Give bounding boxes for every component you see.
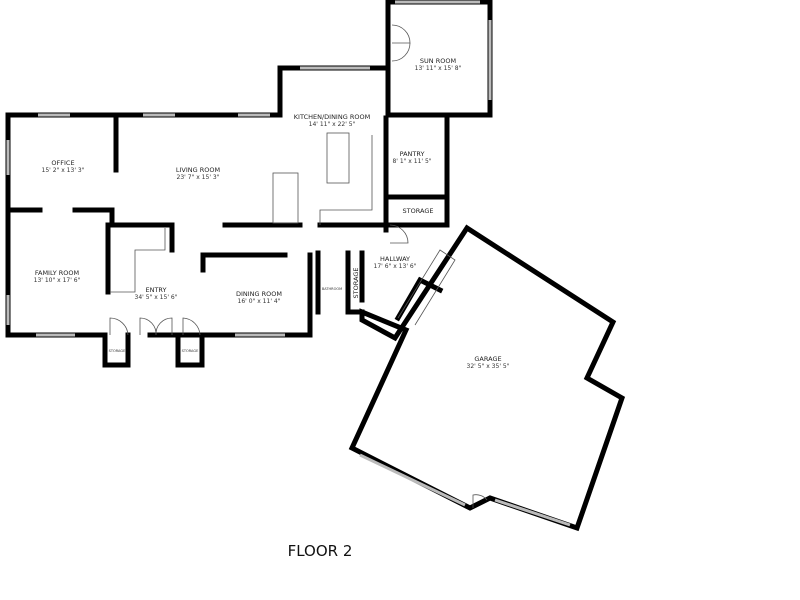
windows (6, 0, 571, 527)
dining-room-dims: 16' 0" x 11' 4" (238, 298, 281, 305)
living-room-label: LIVING ROOM (176, 166, 220, 174)
fixtures (109, 24, 488, 508)
pantry-label: PANTRY (400, 150, 425, 158)
storage-right-label: STORAGE (182, 349, 199, 353)
sun-room-label: SUN ROOM (420, 57, 456, 65)
entry-dims: 34' 5" x 15' 6" (135, 294, 178, 301)
garage-dims: 32' 5" x 35' 5" (467, 363, 510, 370)
storage-left-label: STORAGE (109, 349, 126, 353)
storage-upper-label: STORAGE (403, 207, 434, 215)
kitchen-label: KITCHEN/DINING ROOM (294, 113, 370, 121)
hallway-dims: 17' 6" x 13' 6" (374, 263, 417, 270)
office-label: OFFICE (51, 159, 74, 167)
floor-label: FLOOR 2 (288, 542, 353, 560)
pantry-dims: 8' 1" x 11' 5" (392, 158, 431, 165)
storage-hall-label: STORAGE (352, 268, 360, 299)
garage-label: GARAGE (474, 355, 501, 363)
living-room-dims: 23' 7" x 15' 3" (177, 174, 220, 181)
entry-label: ENTRY (145, 286, 166, 294)
office-dims: 15' 2" x 13' 3" (42, 167, 85, 174)
walls (5, 0, 626, 532)
kitchen-dims: 14' 11" x 22' 5" (309, 121, 356, 128)
sun-room-dims: 13' 11" x 15' 8" (415, 65, 462, 72)
hallway-label: HALLWAY (380, 255, 410, 263)
family-room-dims: 13' 10" x 17' 6" (34, 277, 81, 284)
family-room-label: FAMILY ROOM (35, 269, 79, 277)
bathroom-label: BATHROOM (322, 287, 342, 291)
dining-room-label: DINING ROOM (236, 290, 282, 298)
